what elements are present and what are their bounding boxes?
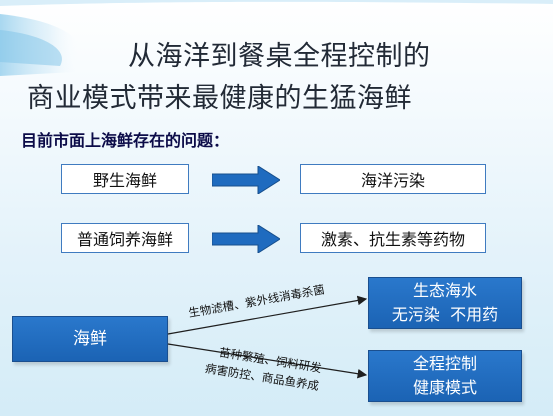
- arrow-right-icon: [212, 166, 280, 194]
- result-control-line-1: 全程控制: [412, 354, 477, 373]
- result-control-line-2: 健康模式: [412, 378, 477, 397]
- result-eco-line-2: 无污染 不用药: [391, 305, 499, 324]
- origin-label: 海鲜: [73, 329, 107, 349]
- title-line-1: 从海洋到餐桌全程控制的: [128, 41, 431, 72]
- arrow-right-icon: [212, 225, 280, 253]
- result-eco-water-box: 生态海水 无污染 不用药: [368, 277, 522, 329]
- header-swoosh-decoration: [0, 0, 553, 76]
- problem-effect-pollution: 海洋污染: [300, 164, 486, 194]
- origin-seafood-box: 海鲜: [12, 316, 168, 362]
- problem-source-farmed: 普通饲养海鲜: [61, 223, 189, 253]
- issues-heading: 目前市面上海鲜存在的问题：: [21, 131, 230, 150]
- title-line-2: 商业模式带来最健康的生猛海鲜: [27, 83, 412, 114]
- connector-bottom-arrow: [167, 343, 368, 379]
- problem-effect-drugs: 激素、抗生素等药物: [300, 223, 486, 253]
- result-full-control-box: 全程控制 健康模式: [368, 350, 522, 402]
- result-eco-line-1: 生态海水: [412, 281, 477, 300]
- problem-source-wild: 野生海鲜: [61, 164, 189, 194]
- connector-top-arrow: [167, 295, 368, 335]
